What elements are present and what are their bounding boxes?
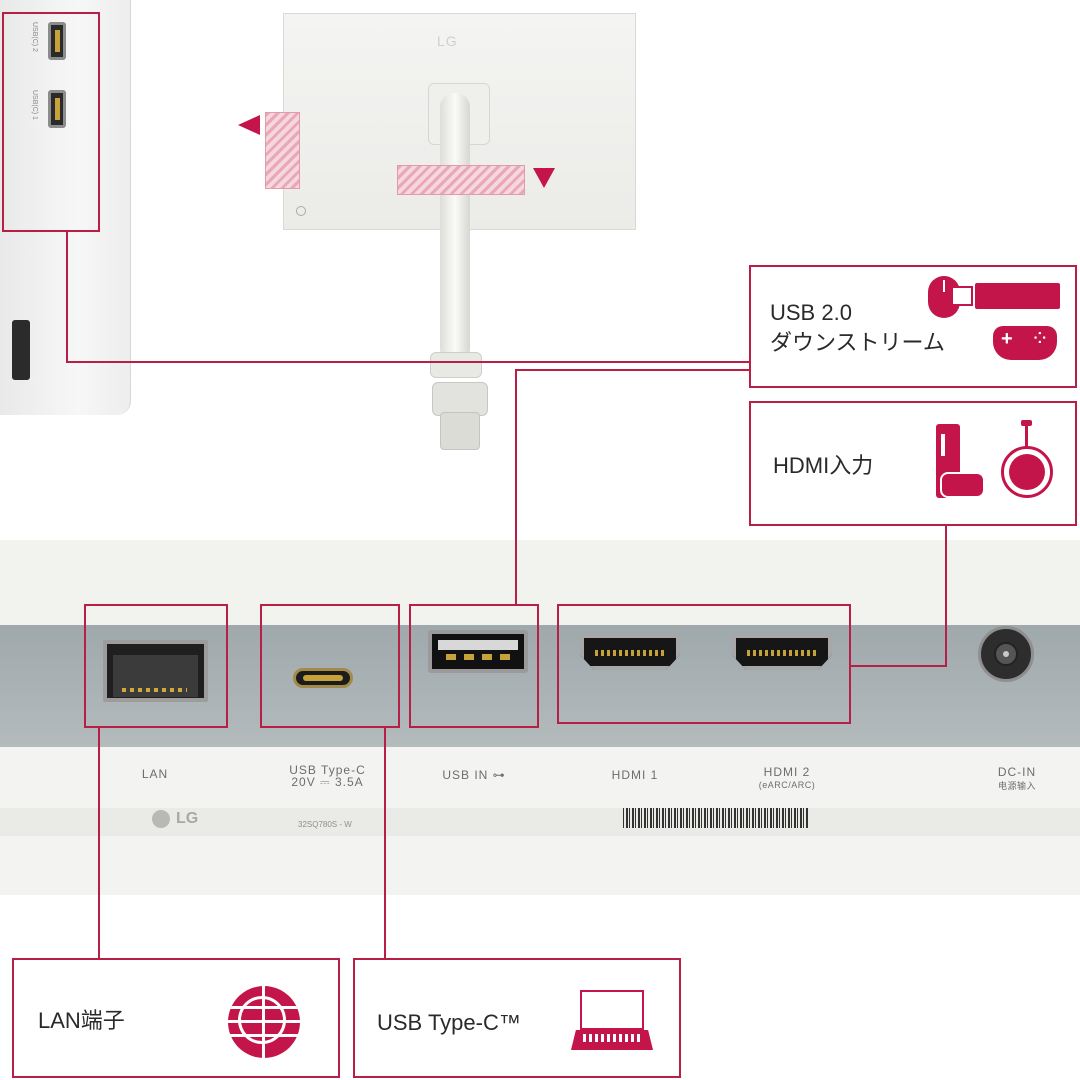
- connector-line: [945, 525, 947, 667]
- globe-meridian-icon: [262, 986, 265, 1058]
- lan-port-pins: [122, 688, 187, 692]
- hdmi-ports-highlight: [557, 604, 851, 724]
- streaming-dongle-icon: [1001, 446, 1053, 498]
- usb-stick-icon: [951, 283, 1060, 309]
- side-port-cover: [12, 320, 30, 380]
- sticker-lg-logo-icon: [152, 810, 170, 828]
- stand-clamp: [430, 352, 482, 378]
- stand-pole: [440, 93, 470, 363]
- hdmi-2-earc-label: (eARC/ARC): [758, 780, 816, 790]
- arrow-left-icon: [238, 115, 260, 135]
- laptop-keys-icon: [583, 1034, 641, 1042]
- side-usb-port-1: [48, 90, 66, 128]
- barcode: [623, 808, 808, 828]
- usb-c-port-label: USB Type-C: [289, 763, 366, 777]
- dc-in-port-label: DC-IN: [997, 765, 1037, 779]
- connector-line: [515, 369, 750, 371]
- hdmi-2-port-label: HDMI 2: [763, 765, 811, 779]
- connector-line: [98, 728, 100, 960]
- connector-line: [66, 232, 68, 363]
- usb20-callout-subtitle: ダウンストリーム: [770, 330, 945, 355]
- connector-line: [384, 728, 386, 960]
- dc-in-port-sublabel: 电源输入: [997, 781, 1036, 791]
- monitor-logo: LG: [437, 33, 458, 49]
- lan-port-highlight: [84, 604, 228, 728]
- lan-port-label: LAN: [141, 767, 169, 781]
- side-port-indicator-hatch: [265, 112, 300, 189]
- streaming-dongle-center-icon: [1009, 454, 1045, 490]
- usb-in-port-label: USB IN ⊶: [442, 768, 506, 782]
- dc-in-pin: [1003, 651, 1009, 657]
- power-button-icon: [296, 206, 306, 216]
- usb-in-port-highlight: [409, 604, 539, 728]
- usbc-callout-title: USB Type-C™: [377, 1010, 521, 1035]
- streaming-dongle-cable-icon: [1025, 422, 1028, 448]
- usb-c-port-highlight: [260, 604, 400, 728]
- connector-line: [66, 361, 750, 363]
- bottom-port-indicator-hatch: [397, 165, 525, 195]
- lan-callout-title: LAN端子: [38, 1008, 125, 1033]
- sticker-logo: LG: [176, 810, 199, 827]
- usb-c-power-label: 20V ⎓ 3.5A: [291, 775, 364, 789]
- side-usb-port-2: [48, 22, 66, 60]
- usb-in-port-pins: [446, 654, 510, 660]
- game-console-controller-icon: [940, 472, 985, 498]
- hdmi-1-pins: [595, 650, 665, 656]
- stand-clamp-base: [432, 382, 488, 416]
- arrow-down-icon: [533, 168, 555, 188]
- hdmi-1-port-label: HDMI 1: [611, 768, 659, 782]
- connector-line: [851, 665, 947, 667]
- hdmi-2-pins: [747, 650, 817, 656]
- usb20-callout-title: USB 2.0: [770, 300, 852, 325]
- usb-in-port: [428, 630, 528, 673]
- gamepad-icon: [993, 326, 1057, 360]
- product-sticker: [0, 808, 1080, 836]
- hdmi-callout-title: HDMI入力: [773, 453, 874, 478]
- connector-line: [515, 370, 517, 604]
- usb-c-port-contact: [303, 675, 343, 681]
- sticker-model-number: 32SQ780S - W: [298, 820, 352, 829]
- side-usb-highlight: [2, 12, 100, 232]
- stand-screw: [440, 412, 480, 450]
- usb-in-port-tongue: [438, 640, 518, 650]
- base-top: [0, 540, 1080, 625]
- laptop-icon: [580, 990, 644, 1030]
